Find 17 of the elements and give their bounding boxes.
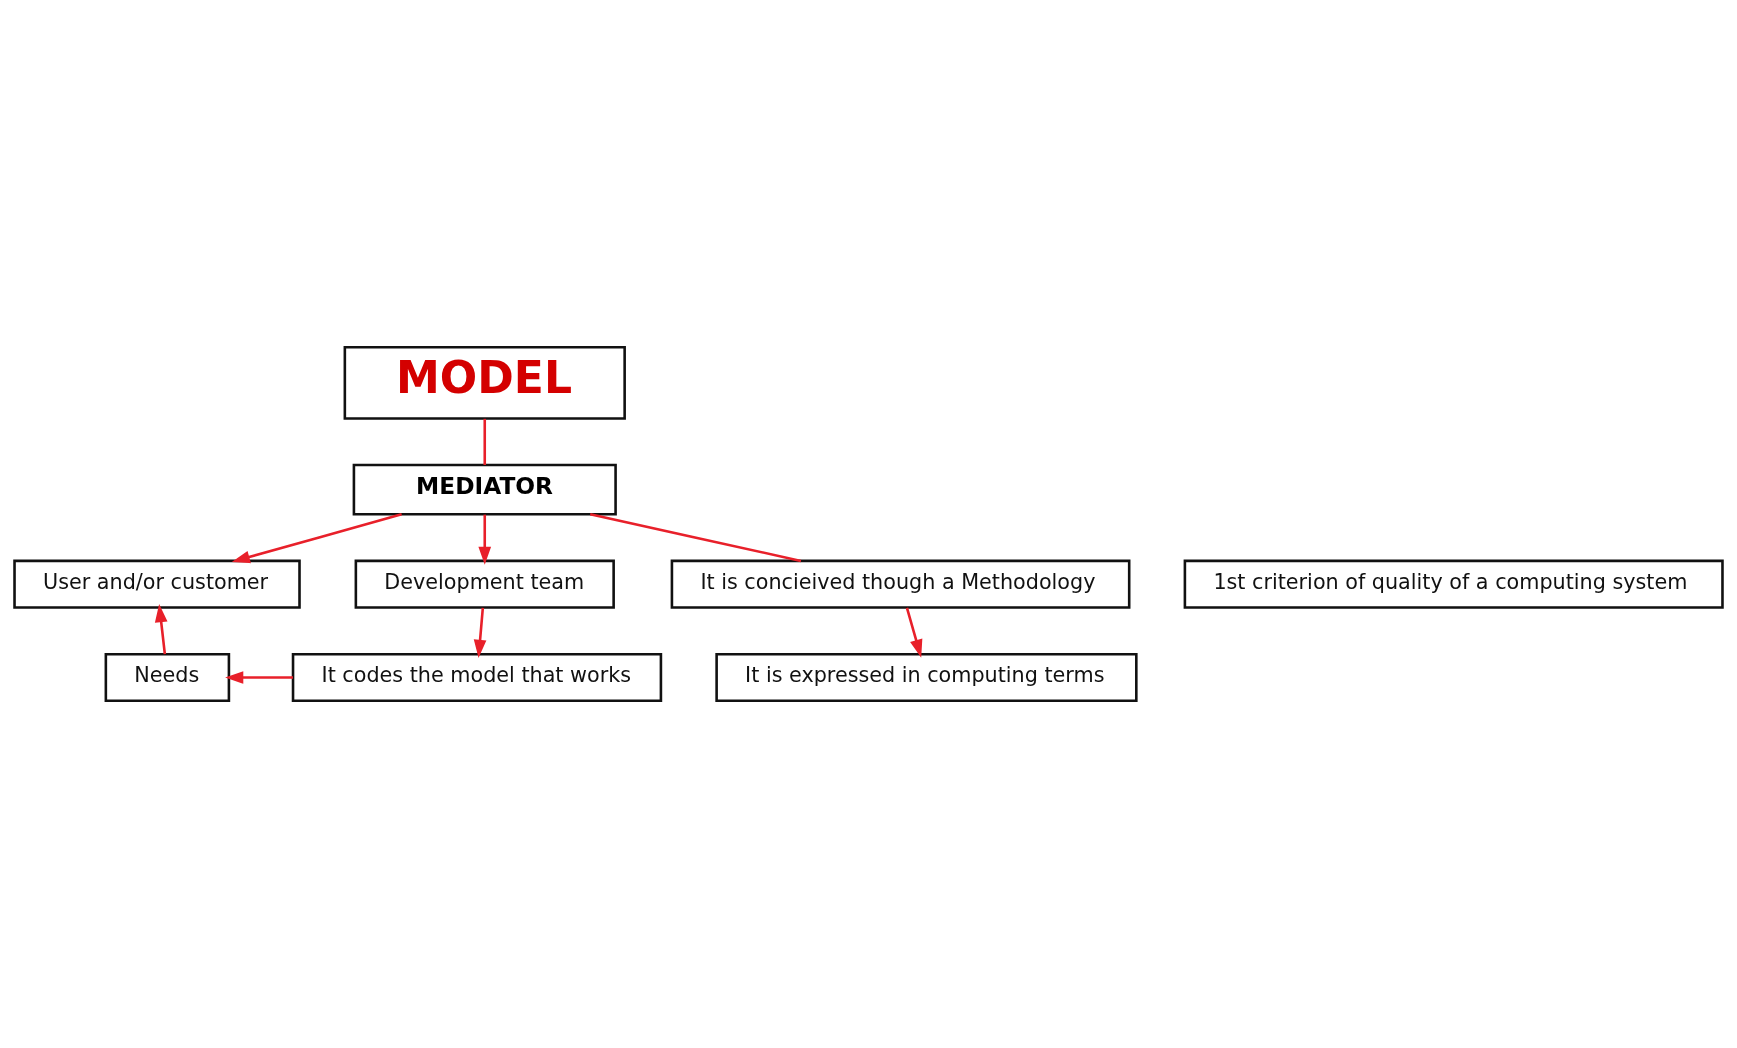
arrow — [473, 607, 487, 658]
node-box: MEDIATOR — [352, 463, 617, 516]
connector — [483, 418, 487, 465]
node-box: MODEL — [343, 345, 626, 420]
node-box: It is concieived though a Methodology — [670, 559, 1131, 609]
arrow — [905, 607, 923, 658]
connector — [589, 513, 802, 563]
node-box: Development team — [354, 559, 615, 609]
arrow — [231, 513, 402, 564]
node-box: It codes the model that works — [291, 652, 663, 703]
node-box: 1st criterion of quality of a computing system — [1183, 559, 1724, 609]
arrow — [225, 671, 293, 684]
node-box: Needs — [104, 652, 231, 703]
node-box: User and/or customer — [13, 559, 301, 609]
node-box: It is expressed in computing terms — [715, 652, 1138, 703]
arrow — [478, 514, 492, 565]
arrow — [154, 604, 168, 655]
